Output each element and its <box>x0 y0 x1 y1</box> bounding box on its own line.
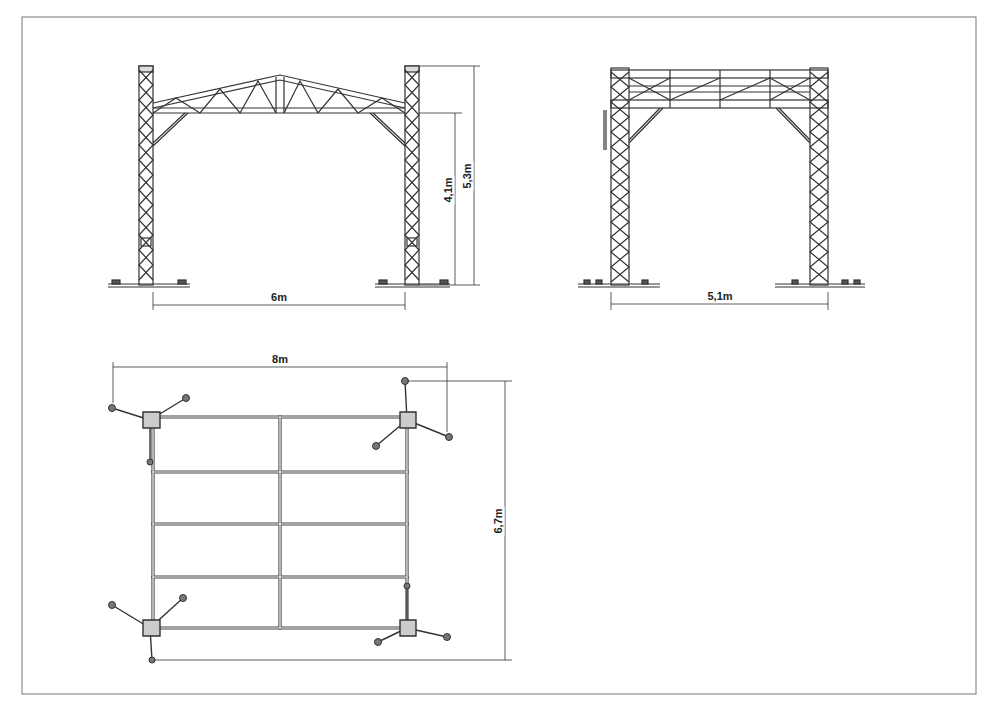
side-view <box>670 70 770 108</box>
outrigger-feet <box>109 405 116 412</box>
side-view <box>642 280 648 284</box>
dimension-lines <box>113 362 512 660</box>
outrigger-feet <box>404 583 410 589</box>
dimension-lines <box>113 362 447 432</box>
front-view <box>139 66 153 72</box>
sheet-border <box>22 17 976 694</box>
front-view <box>112 280 120 284</box>
front-view <box>178 280 186 284</box>
front-view <box>379 280 387 284</box>
outriggers <box>112 398 186 462</box>
dimension-lines <box>419 66 480 285</box>
outrigger-feet <box>109 378 453 664</box>
dimension-label: 8m <box>270 353 290 366</box>
dimension-label: 5,1m <box>705 290 734 303</box>
side-view <box>629 108 663 143</box>
plan-frame <box>153 417 407 628</box>
outrigger-feet <box>149 657 155 663</box>
front-view <box>284 81 405 113</box>
outrigger-feet <box>446 434 453 441</box>
front-view <box>405 66 419 285</box>
side-view <box>611 72 629 282</box>
outrigger-feet <box>147 459 153 465</box>
outrigger-feet <box>375 639 382 646</box>
front-view <box>153 108 405 113</box>
front-view <box>153 113 188 146</box>
plan-frame <box>153 417 407 628</box>
front-view <box>139 70 153 280</box>
front-view <box>153 81 276 113</box>
front-view <box>139 70 153 280</box>
side-view <box>578 68 865 287</box>
dimension-label: 6,7m <box>492 506 505 535</box>
front-view <box>108 66 450 287</box>
dimension-lines <box>153 66 480 310</box>
side-view <box>776 108 810 143</box>
front-view <box>405 70 419 280</box>
front-view <box>405 70 419 280</box>
side-view <box>584 280 590 284</box>
dimension-label: 6m <box>269 291 289 304</box>
outriggers <box>143 412 416 636</box>
front-view <box>276 77 284 113</box>
plan-frame <box>153 417 407 628</box>
side-view <box>629 78 810 100</box>
side-view <box>854 280 860 284</box>
front-view <box>139 66 153 285</box>
outrigger-feet <box>109 602 116 609</box>
dimension-lines <box>455 113 456 285</box>
side-view <box>775 284 865 287</box>
side-view <box>611 72 629 282</box>
outriggers <box>112 381 449 660</box>
dimension-label: 5,3m <box>461 161 474 190</box>
side-view <box>604 110 606 150</box>
dimension-lines <box>474 66 475 285</box>
side-view <box>792 280 798 284</box>
side-view <box>810 72 828 282</box>
front-view <box>440 280 448 284</box>
side-view <box>842 280 848 284</box>
plan-frame <box>153 417 407 628</box>
side-view <box>596 280 602 284</box>
outrigger-feet <box>183 395 190 402</box>
outrigger-feet <box>444 634 451 641</box>
front-view <box>141 238 151 246</box>
outrigger-feet <box>373 443 380 450</box>
side-view <box>810 72 828 282</box>
plan-frame <box>153 417 407 628</box>
front-view <box>370 113 405 146</box>
front-view <box>407 238 417 246</box>
dimension-label: 4,1m <box>442 175 455 204</box>
outrigger-feet <box>180 595 187 602</box>
front-view <box>405 66 419 72</box>
front-view <box>153 80 405 108</box>
plan-frame <box>153 417 407 628</box>
front-view <box>153 75 405 103</box>
dimension-lines <box>155 381 512 660</box>
